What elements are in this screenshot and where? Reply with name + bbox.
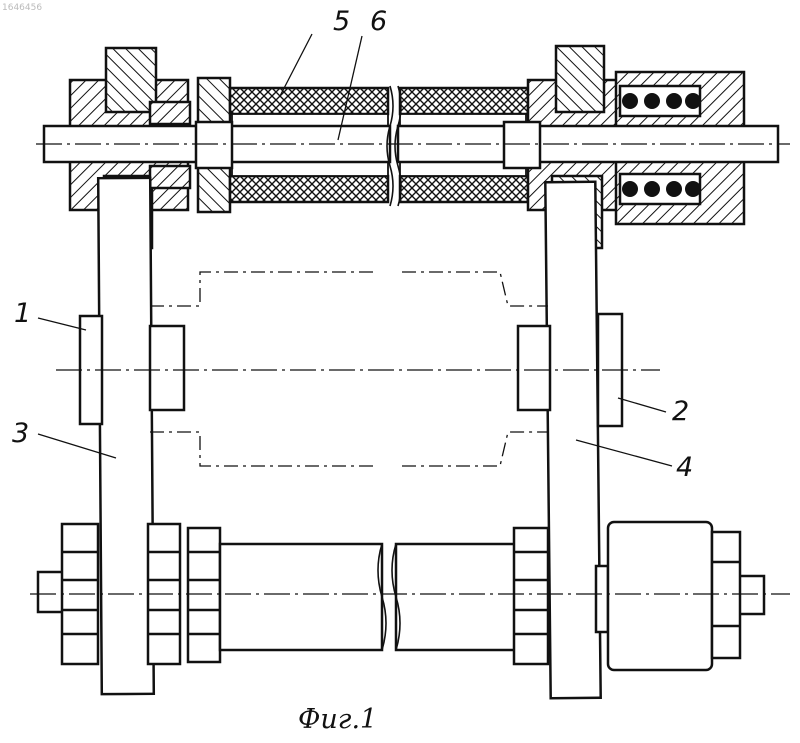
right-end-pin: [738, 576, 764, 614]
screw-rod-left: [220, 544, 382, 650]
right-coupling: [504, 122, 540, 168]
label-5: 5: [333, 6, 350, 37]
sleeve-5-top-right: [400, 88, 528, 114]
right-inner-nut: [514, 528, 548, 664]
left-bushing-bottom: [150, 166, 190, 188]
label-4: 4: [676, 452, 693, 483]
label-2: 2: [672, 396, 689, 427]
leader-5: [280, 34, 312, 96]
sleeve-5-bottom-left: [230, 176, 388, 202]
right-clamp-block: [556, 46, 604, 112]
left-lock-nut: [188, 528, 220, 662]
label-3: 3: [12, 418, 29, 449]
phantom-top-right: [402, 272, 548, 306]
label-6: 6: [370, 6, 387, 37]
left-clamp-block: [106, 48, 156, 112]
part-2-boss: [518, 326, 550, 410]
part-1-boss: [150, 326, 184, 410]
reference-number: 1646456: [2, 3, 42, 13]
right-washer: [596, 566, 608, 632]
sleeve-5-bottom-right: [400, 176, 528, 202]
phantom-bottom-right: [402, 432, 548, 466]
phantom-top-left: [150, 272, 376, 306]
leader-2: [618, 398, 666, 412]
left-end-pin: [38, 572, 64, 612]
screw-rod-right: [396, 544, 516, 650]
sleeve-5-top-left: [230, 88, 388, 114]
left-coupling: [196, 122, 232, 168]
left-bushing-top: [150, 102, 190, 124]
lever-4: [545, 182, 600, 698]
adjusting-knob: [608, 522, 712, 670]
figure-caption: Фиг.1: [298, 704, 377, 735]
label-1: 1: [14, 298, 31, 329]
phantom-bottom-left: [150, 432, 376, 466]
knob-cap: [712, 532, 740, 658]
lever-3: [98, 178, 154, 694]
